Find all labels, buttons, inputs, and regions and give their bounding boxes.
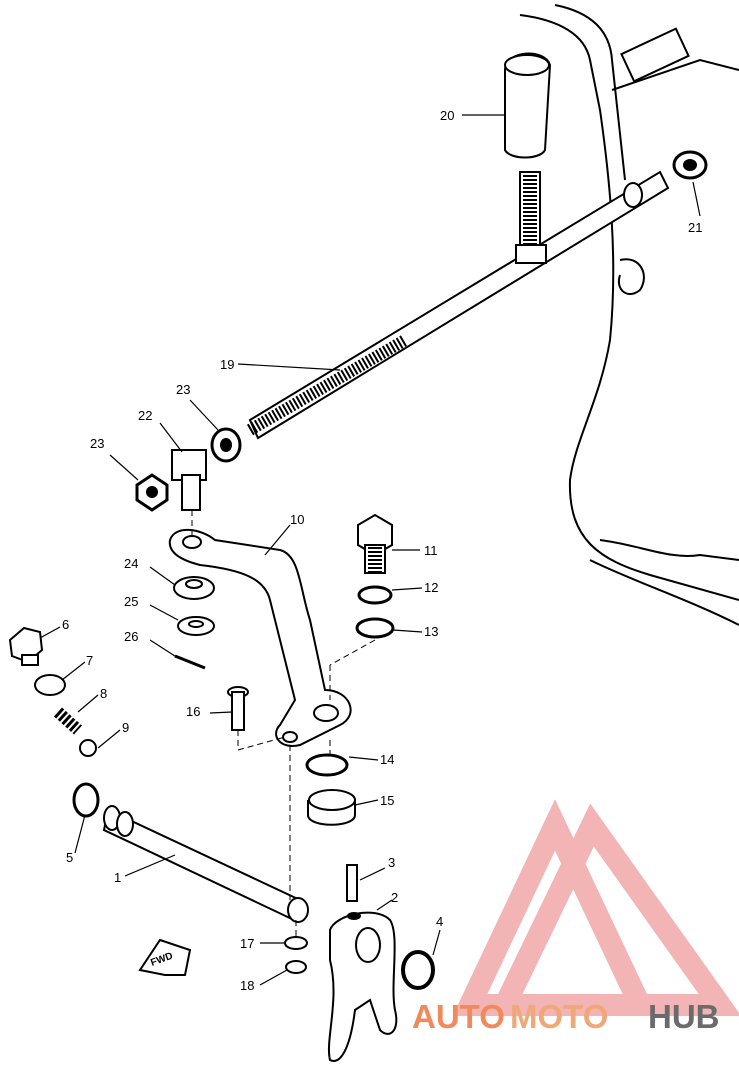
callout-labels: 20 21 19 23 22 23 10 11 12 13 24 25 26 1… [62, 108, 702, 993]
callout-8: 8 [100, 686, 107, 701]
callout-17: 17 [240, 936, 254, 951]
callout-13: 13 [424, 624, 438, 639]
arm-washers [173, 576, 215, 670]
callout-2: 2 [391, 890, 398, 905]
callout-21: 21 [688, 220, 702, 235]
callout-4: 4 [436, 914, 443, 929]
shift-fork [284, 864, 435, 1062]
callout-11: 11 [424, 543, 438, 558]
callout-5: 5 [66, 850, 73, 865]
watermark-hub: HUB [648, 998, 720, 1035]
callout-23-lower: 23 [90, 436, 104, 451]
callout-3: 3 [388, 855, 395, 870]
shift-shaft [102, 805, 309, 923]
watermark-auto: AUTO [412, 998, 505, 1035]
callout-25: 25 [124, 594, 138, 609]
callout-1: 1 [114, 870, 121, 885]
pin [227, 686, 249, 731]
callout-12: 12 [424, 580, 438, 595]
lower-collars [305, 753, 356, 826]
callout-19: 19 [220, 357, 234, 372]
watermark-logo [452, 799, 739, 1016]
callout-24: 24 [124, 556, 138, 571]
frame-outline [519, 4, 739, 626]
leader-lines [39, 114, 701, 986]
bolt-stack [355, 513, 395, 639]
rod-end-parts [135, 427, 242, 512]
callout-22: 22 [138, 408, 152, 423]
callout-7: 7 [86, 653, 93, 668]
grommet [672, 150, 708, 180]
callout-20: 20 [440, 108, 454, 123]
callout-9: 9 [122, 720, 129, 735]
watermark-moto: MOTO [510, 998, 608, 1035]
callout-14: 14 [380, 752, 394, 767]
detent-parts [8, 626, 100, 818]
callout-16: 16 [186, 704, 200, 719]
dashed-guides [191, 510, 376, 940]
callout-15: 15 [380, 793, 394, 808]
callout-26: 26 [124, 629, 138, 644]
shift-knob [504, 52, 552, 264]
callout-6: 6 [62, 617, 69, 632]
watermark-text: AUTO MOTO HUB [412, 998, 720, 1035]
callout-10: 10 [290, 512, 304, 527]
callout-18: 18 [240, 978, 254, 993]
shift-rod [246, 170, 670, 440]
callout-23-upper: 23 [176, 382, 190, 397]
fwd-arrow: FWD [138, 938, 192, 976]
